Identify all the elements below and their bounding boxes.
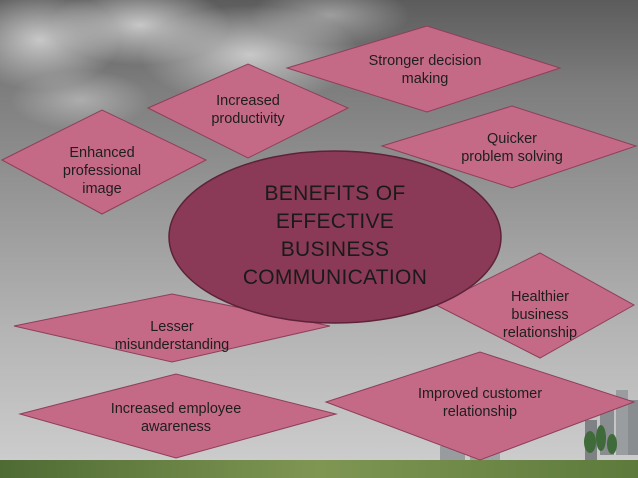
grass-strip (0, 460, 638, 478)
trees (584, 425, 617, 454)
benefit-label: Enhanced professional image (62, 145, 142, 197)
benefit-diamond (380, 105, 638, 189)
benefit-diamond (324, 351, 636, 461)
benefit-label: Increased employee awareness (110, 401, 242, 435)
benefit-diamond (146, 63, 350, 159)
benefit-label: Quicker problem solving (461, 131, 563, 165)
benefit-label: Healthier business relationship (502, 289, 578, 341)
benefit-diamond (434, 252, 636, 359)
center-title: BENEFITS OF EFFECTIVE BUSINESS COMMUNICA… (242, 182, 428, 289)
benefit-label: Lesser misunderstanding (114, 319, 230, 353)
benefit-label: Stronger decision making (368, 53, 482, 87)
benefit-label: Improved customer relationship (417, 386, 543, 420)
benefit-diamond (18, 373, 338, 459)
benefit-diamond (285, 25, 562, 113)
benefit-diamond (0, 109, 208, 215)
clouds (0, 0, 410, 130)
center-ellipse (168, 150, 502, 324)
benefit-label: Increased productivity (211, 93, 285, 127)
